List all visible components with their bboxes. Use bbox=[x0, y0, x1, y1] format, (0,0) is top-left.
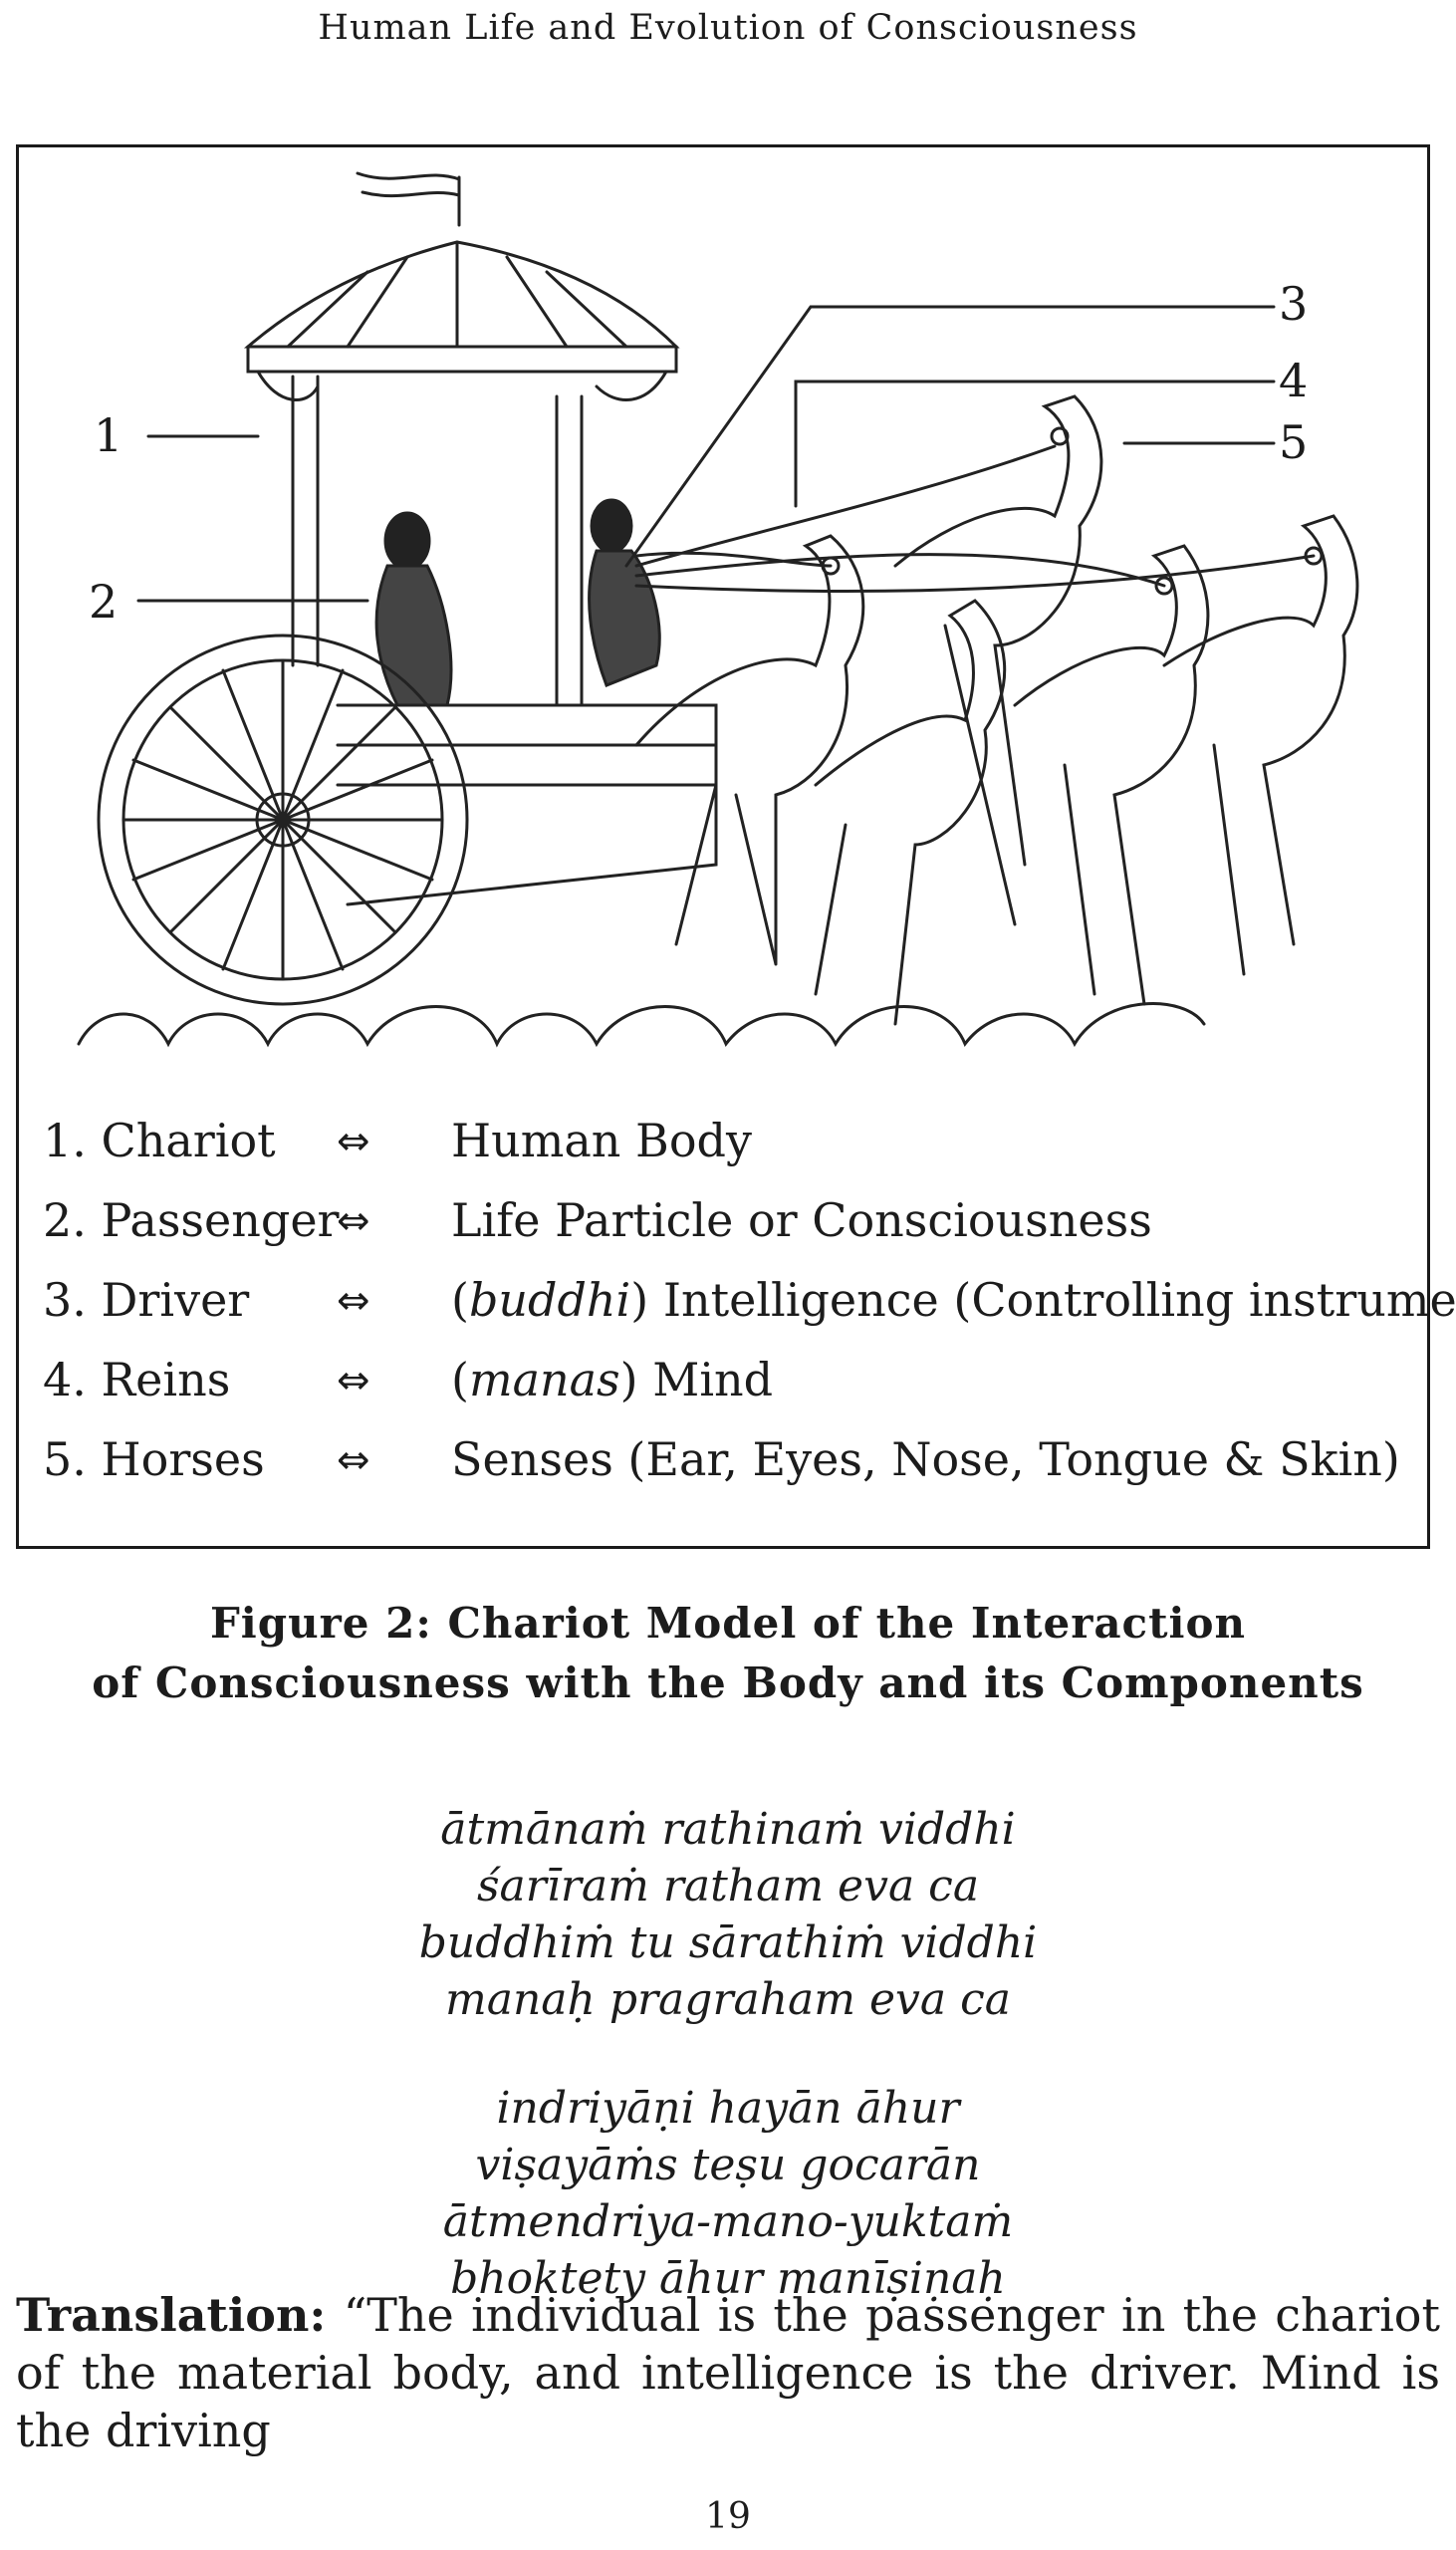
page-number: 19 bbox=[705, 2496, 751, 2537]
caption-line-1: Figure 2: Chariot Model of the Interacti… bbox=[209, 1599, 1247, 1648]
callout-5: 5 bbox=[1279, 415, 1308, 469]
verse-stanza-2: indriyāṇi hayān āhur viṣayāṁs teṣu gocar… bbox=[0, 2080, 1456, 2307]
verse-line: bhoktety āhur manīṣiṇaḥ bbox=[450, 2253, 1006, 2304]
legend-row: 1. Chariot ⇔ Human Body bbox=[43, 1114, 1417, 1193]
figure-caption: Figure 2: Chariot Model of the Interacti… bbox=[0, 1594, 1456, 1713]
verse-line: manaḥ pragraham eva ca bbox=[445, 1974, 1011, 2025]
figure-legend: 1. Chariot ⇔ Human Body 2. Passenger ⇔ L… bbox=[43, 1114, 1456, 1512]
verse-line: ātmānaṁ rathinaṁ viddhi bbox=[440, 1804, 1016, 1855]
callout-4: 4 bbox=[1279, 354, 1308, 407]
callout-3: 3 bbox=[1279, 277, 1308, 331]
translation-text: “The individual is the passenger in the … bbox=[16, 2288, 1440, 2457]
verse-line: śarīraṁ ratham eva ca bbox=[476, 1861, 980, 1912]
legend-term: 3. Driver bbox=[43, 1273, 250, 1327]
verse-line: viṣayāṁs teṣu gocarān bbox=[475, 2140, 981, 2190]
legend-row: 4. Reins ⇔ (manas) Mind bbox=[43, 1353, 1417, 1432]
legend-meaning: Life Particle or Consciousness bbox=[451, 1193, 1152, 1247]
legend-meaning: Human Body bbox=[451, 1114, 752, 1167]
legend-term: 5. Horses bbox=[43, 1432, 265, 1486]
legend-meaning: Senses (Ear, Eyes, Nose, Tongue & Skin) bbox=[451, 1432, 1400, 1486]
verse-stanza-1: ātmānaṁ rathinaṁ viddhi śarīraṁ ratham e… bbox=[0, 1801, 1456, 2028]
double-arrow-icon: ⇔ bbox=[337, 1358, 370, 1403]
double-arrow-icon: ⇔ bbox=[337, 1119, 370, 1164]
running-title: Human Life and Evolution of Consciousnes… bbox=[318, 8, 1138, 48]
verse-line: buddhiṁ tu sārathiṁ viddhi bbox=[418, 1917, 1038, 1968]
legend-row: 5. Horses ⇔ Senses (Ear, Eyes, Nose, Ton… bbox=[43, 1432, 1417, 1512]
translation-paragraph: Translation: “The individual is the pass… bbox=[16, 2286, 1440, 2459]
translation-label: Translation: bbox=[16, 2288, 327, 2342]
legend-row: 2. Passenger ⇔ Life Particle or Consciou… bbox=[43, 1193, 1417, 1273]
legend-term: 2. Passenger bbox=[43, 1193, 340, 1247]
verse-line: indriyāṇi hayān āhur bbox=[496, 2083, 960, 2134]
callout-1: 1 bbox=[94, 408, 122, 462]
double-arrow-icon: ⇔ bbox=[337, 1278, 370, 1324]
caption-line-2: of Consciousness with the Body and its C… bbox=[92, 1658, 1364, 1707]
legend-term: 4. Reins bbox=[43, 1353, 231, 1406]
figure-frame: 1 2 3 4 5 1. Chariot ⇔ Human Body 2. Pas… bbox=[16, 144, 1456, 1549]
legend-meaning: (manas) Mind bbox=[451, 1353, 774, 1406]
double-arrow-icon: ⇔ bbox=[337, 1437, 370, 1483]
chariot-illustration: 1 2 3 4 5 bbox=[77, 171, 1359, 1048]
legend-row: 3. Driver ⇔ (buddhi) Intelligence (Contr… bbox=[43, 1273, 1456, 1353]
callout-2: 2 bbox=[89, 575, 118, 629]
verse-line: ātmendriya-mano-yuktaṁ bbox=[442, 2196, 1014, 2247]
legend-meaning: (buddhi) Intelligence (Controlling instr… bbox=[451, 1273, 1456, 1327]
legend-term: 1. Chariot bbox=[43, 1114, 276, 1167]
double-arrow-icon: ⇔ bbox=[337, 1198, 370, 1244]
